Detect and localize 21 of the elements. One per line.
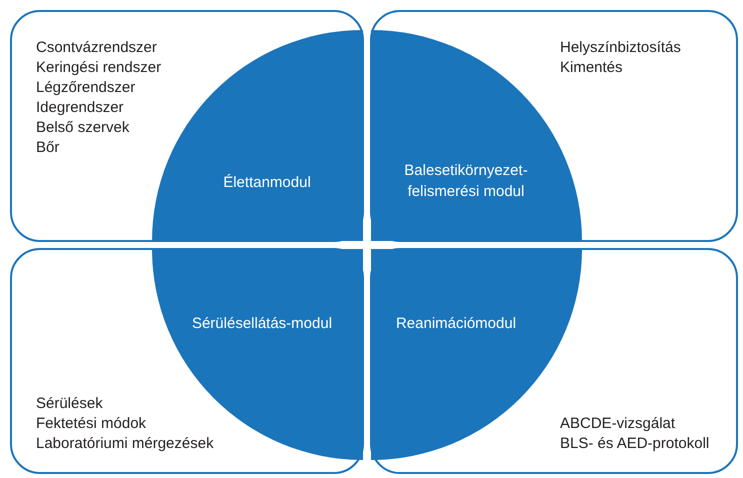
topic-item: Fektetési módok [36,414,146,434]
topic-item: Csontvázrendszer [36,38,157,58]
topic-item: Belső szervek [36,118,130,138]
topic-item: Sérülések [36,394,103,414]
topic-item: ABCDE-vizsgálat [560,414,676,434]
topic-item: Kimentés [560,58,623,78]
module-label: Reanimációmodul [396,314,516,334]
topic-box [10,10,364,242]
topic-item: Bőr [36,138,60,158]
topic-item: Laboratóriumi mérgezések [36,434,214,454]
topic-item: Idegrendszer [36,98,124,118]
topic-box [10,248,364,474]
module-label: Élettanmodul [223,173,311,193]
topic-box [370,10,738,242]
topic-box [370,248,738,474]
module-label: Sérülésellátás-modul [192,314,332,334]
topic-item: Légzőrendszer [36,78,136,98]
topic-item: Helyszínbiztosítás [560,38,681,58]
topic-item: BLS- és AED-protokoll [560,434,710,454]
module-label: Balesetikörnyezet-felismerési modul [403,161,529,202]
topic-item: Keringési rendszer [36,58,162,78]
